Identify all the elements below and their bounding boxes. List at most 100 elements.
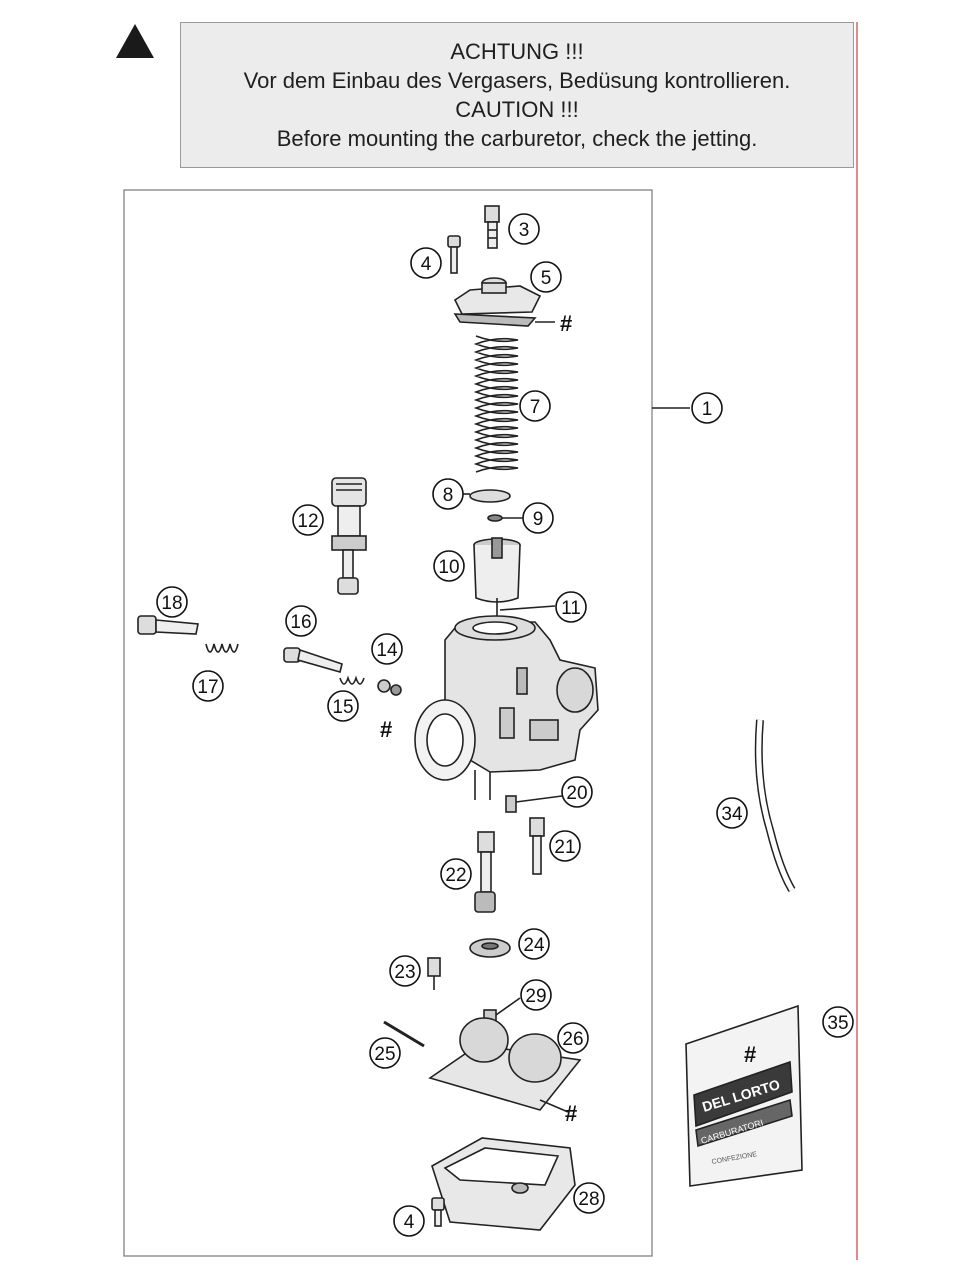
callout-11: 11 [555,591,587,623]
part-18-air-screw [137,615,199,635]
callout-7: 7 [519,390,551,422]
part-17-spring [205,643,239,653]
callout-circle [440,858,472,890]
callout-circle [389,955,421,987]
callout-number: 9 [533,509,544,530]
hash-mark-cap: # [560,311,572,336]
callout-circle [327,690,359,722]
callout-5: 5 [530,261,562,293]
callout-circle [519,390,551,422]
callout-number: 11 [561,598,581,619]
callout-17: 17 [192,670,224,702]
callout-circle [520,979,552,1011]
callout-number: 14 [376,640,398,661]
callout-8: 8 [432,478,464,510]
part-15-spring [339,675,365,685]
callout-number: 28 [578,1189,599,1210]
callout-15: 15 [327,690,359,722]
part-25-float-pin [383,1020,425,1048]
hash-mark-washer: # [380,717,392,742]
callout-circle [285,605,317,637]
part-10-throttle-slide [473,537,521,603]
caution-line-de-title: ACHTUNG !!! [450,39,584,64]
callout-12: 12 [292,504,324,536]
callout-circle [691,392,723,424]
part-7-spring [473,335,519,473]
callout-14: 14 [371,633,403,665]
callout-4a: 4 [410,247,442,279]
callout-circle [557,1022,589,1054]
callout-circle [522,502,554,534]
callout-4b: 4 [393,1205,425,1237]
callout-number: 25 [374,1044,395,1065]
callout-number: 8 [443,485,454,506]
part-9-clip [487,514,503,522]
callout-number: 5 [541,268,552,289]
callout-number: 4 [404,1212,415,1233]
callout-3: 3 [508,213,540,245]
callout-number: 12 [297,511,318,532]
part-4-screw-top [447,235,461,274]
callout-circle [369,1037,401,1069]
callout-number: 4 [421,254,432,275]
callout-number: 15 [332,697,353,718]
hash-mark-gasket: # [565,1101,577,1126]
caution-line-de-text: Vor dem Einbau des Vergasers, Bedüsung k… [243,68,791,93]
callout-number: 24 [523,935,545,956]
callout-35: 35 [822,1006,854,1038]
callout-26: 26 [557,1022,589,1054]
callout-number: 10 [438,557,459,578]
bag-hash: # [744,1042,756,1067]
part-22-needle-jet [474,831,496,913]
callout-number: 3 [519,220,530,241]
callout-circle [555,591,587,623]
callout-number: 17 [197,677,218,698]
part-14-washer [377,679,391,693]
part-3-screw [484,205,500,249]
part-23-float-valve [427,957,441,990]
callout-circle [433,550,465,582]
callout-16: 16 [285,605,317,637]
callout-circle [292,504,324,536]
caution-line-en-title: CAUTION !!! [455,97,579,122]
callout-21: 21 [549,830,581,862]
diagram-frame [123,189,653,1257]
callout-23: 23 [389,955,421,987]
page-edge-rule [856,22,858,1260]
callout-number: 26 [562,1029,583,1050]
callout-circle [716,797,748,829]
callout-circle [518,928,550,960]
callout-25: 25 [369,1037,401,1069]
callout-number: 18 [161,593,182,614]
callout-number: 7 [530,397,541,418]
part-28-float-bowl [431,1137,576,1231]
callout-circle [371,633,403,665]
callout-34: 34 [716,797,748,829]
callout-circle [549,830,581,862]
callout-number: 23 [394,962,415,983]
callout-1: 1 [691,392,723,424]
callout-number: 21 [554,837,575,858]
part-12-choke-plunger [331,477,367,595]
callout-10: 10 [433,550,465,582]
callout-circle [561,776,593,808]
callout-29: 29 [520,979,552,1011]
caution-notice: ACHTUNG !!! Vor dem Einbau des Vergasers… [180,22,854,168]
part-4-screw-bottom [431,1197,445,1227]
callout-circle [822,1006,854,1038]
part-8-washer [469,489,511,503]
callout-circle [393,1205,425,1237]
callout-circle [573,1182,605,1214]
callout-circle [432,478,464,510]
callout-number: 34 [721,804,743,825]
callout-circle [156,586,188,618]
callout-number: 35 [827,1013,848,1034]
callout-circle [410,247,442,279]
callout-18: 18 [156,586,188,618]
callout-circle [192,670,224,702]
callout-28: 28 [573,1182,605,1214]
callout-22: 22 [440,858,472,890]
callout-circle [508,213,540,245]
carburetor-body [414,615,599,800]
part-26-float-and-gasket [428,1017,582,1113]
